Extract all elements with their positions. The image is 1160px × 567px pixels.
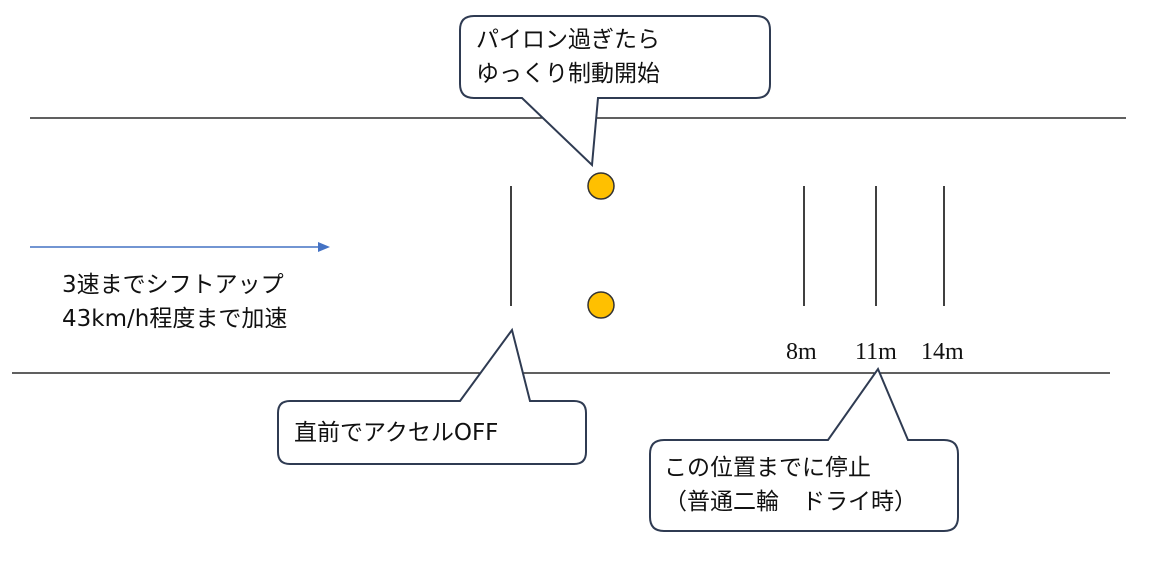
- callout-stop-line1: この位置までに停止: [664, 455, 871, 481]
- callout-brake-line2: ゆっくり制動開始: [476, 61, 660, 87]
- callout-brake-line1: パイロン過ぎたら: [476, 27, 660, 53]
- callout-stop-text: この位置までに停止 （普通二輪 ドライ時）: [664, 451, 917, 519]
- callout-accel-off-text: 直前でアクセルOFF: [294, 420, 499, 446]
- callout-brake-text: パイロン過ぎたら ゆっくり制動開始: [476, 23, 660, 91]
- distance-label-14m: 14m: [921, 339, 964, 365]
- instruction-line2: 43km/h程度まで加速: [62, 306, 288, 332]
- instruction-line1: 3速までシフトアップ: [62, 272, 284, 298]
- distance-label-8m: 8m: [786, 339, 817, 365]
- pylon-icon-top: [587, 172, 615, 200]
- distance-label-11m: 11m: [855, 339, 897, 365]
- callout-brake-shape: [459, 15, 771, 168]
- callout-accel-off-shape: [277, 327, 587, 465]
- callout-stop-shape: [649, 366, 959, 532]
- pylon-icon-bottom: [587, 291, 615, 319]
- acceleration-instruction: 3速までシフトアップ 43km/h程度まで加速: [62, 268, 287, 336]
- callout-stop-line2: （普通二輪 ドライ時）: [664, 489, 917, 515]
- arrowhead-icon: [318, 242, 330, 252]
